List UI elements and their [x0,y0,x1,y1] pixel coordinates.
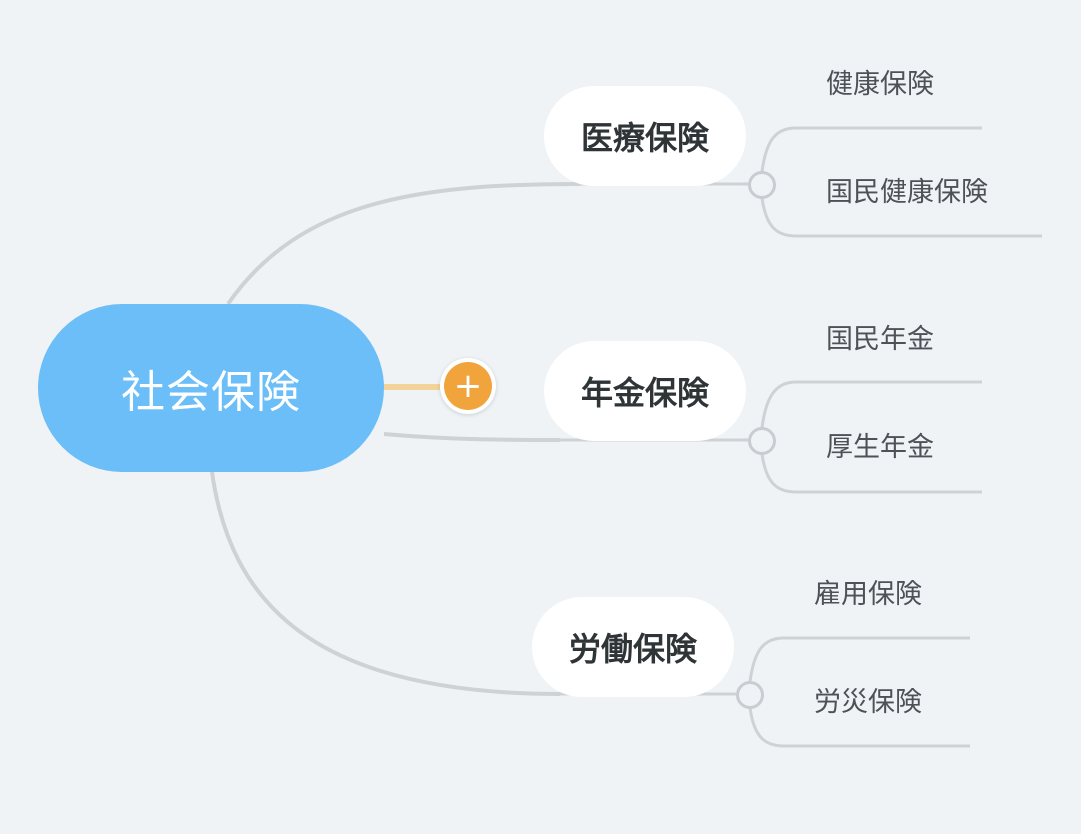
root-node[interactable]: 社会保険 [38,304,384,472]
leaf-node-health-insurance[interactable]: 健康保険 [826,69,934,100]
branch-node-pension-insurance[interactable]: 年金保険 [544,341,746,441]
branch-node-label: 医療保険 [580,119,709,157]
branch-node-medical-insurance[interactable]: 医療保険 [544,86,746,186]
leaf-node-employment-insurance[interactable]: 雇用保険 [814,579,922,610]
leaf-node-employees-pension[interactable]: 厚生年金 [826,432,934,463]
leaf-node-national-health-insurance[interactable]: 国民健康保険 [826,177,988,208]
connector-root-branch-1 [226,182,581,306]
leaf-node-national-pension[interactable]: 国民年金 [826,324,934,355]
branch-node-labor-insurance[interactable]: 労働保険 [532,597,734,697]
collapse-toggle-branch-1[interactable] [748,171,776,199]
connector-root-branch-3 [210,471,561,696]
collapse-toggle-branch-2[interactable] [748,427,776,455]
add-topic-button[interactable]: + [440,358,496,414]
root-node-label: 社会保険 [121,367,301,418]
branch-node-label: 労働保険 [568,630,697,668]
plus-icon: + [444,362,492,410]
leaf-node-workers-compensation[interactable]: 労災保険 [814,687,922,718]
branch-node-label: 年金保険 [580,374,709,412]
collapse-toggle-branch-3[interactable] [736,681,764,709]
connector-root-branch-2 [383,432,561,442]
